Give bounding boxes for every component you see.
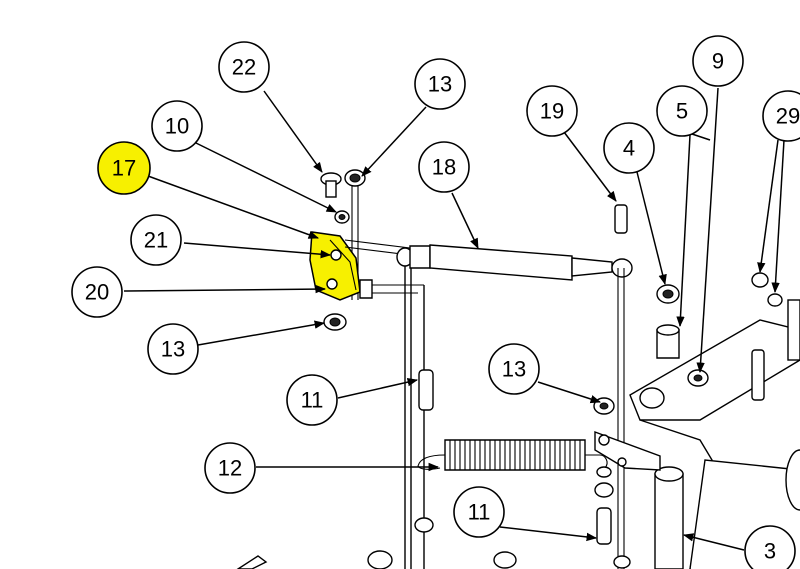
callout-13-left[interactable]: 13 bbox=[147, 323, 199, 375]
callout-13-center-label: 13 bbox=[502, 357, 526, 382]
bolt-11-lower-icon bbox=[596, 507, 612, 545]
spring-12-icon bbox=[417, 439, 608, 471]
callout-29[interactable]: 29 bbox=[762, 90, 800, 142]
callout-3-label: 3 bbox=[764, 539, 776, 564]
callout-29-label: 29 bbox=[776, 104, 800, 129]
callout-18-label: 18 bbox=[432, 155, 456, 180]
leader-lines bbox=[123, 87, 785, 551]
callout-17[interactable]: 17 bbox=[97, 141, 151, 195]
callout-22-label: 22 bbox=[232, 55, 256, 80]
bracket-17-icon bbox=[309, 231, 361, 301]
callout-11-lower-label: 11 bbox=[468, 500, 491, 525]
callout-4-label: 4 bbox=[623, 136, 635, 161]
bolt-11-upper-icon bbox=[418, 369, 434, 411]
callout-21-label: 21 bbox=[144, 228, 168, 253]
callout-4[interactable]: 4 bbox=[603, 122, 655, 174]
callout-13-left-label: 13 bbox=[161, 337, 185, 362]
callout-19[interactable]: 19 bbox=[526, 85, 578, 137]
callout-11-lower[interactable]: 11 bbox=[453, 486, 505, 538]
callout-10[interactable]: 10 bbox=[151, 100, 203, 152]
callout-12[interactable]: 12 bbox=[204, 442, 256, 494]
callout-9-label: 9 bbox=[712, 49, 724, 74]
callout-12-label: 12 bbox=[218, 456, 242, 481]
tube-3-icon bbox=[654, 473, 684, 569]
callout-5[interactable]: 5 bbox=[656, 85, 708, 137]
callout-20[interactable]: 20 bbox=[71, 266, 123, 318]
parts-drawing bbox=[236, 169, 800, 569]
callout-21[interactable]: 21 bbox=[130, 214, 182, 266]
callout-13-center[interactable]: 13 bbox=[488, 343, 540, 395]
callout-18[interactable]: 18 bbox=[418, 141, 470, 193]
callout-11-upper[interactable]: 11 bbox=[286, 374, 338, 426]
callout-13-top-label: 13 bbox=[428, 72, 452, 97]
callout-19-label: 19 bbox=[540, 99, 564, 124]
callout-20-label: 20 bbox=[85, 280, 109, 305]
callout-13-top[interactable]: 13 bbox=[414, 58, 466, 110]
callout-11-upper-label: 11 bbox=[301, 388, 324, 413]
callout-22[interactable]: 22 bbox=[218, 41, 270, 93]
callout-3[interactable]: 3 bbox=[744, 525, 796, 569]
callout-17-label: 17 bbox=[112, 156, 136, 181]
gas-cylinder-18-icon bbox=[409, 244, 633, 281]
callout-9[interactable]: 9 bbox=[692, 35, 744, 87]
callout-10-label: 10 bbox=[165, 114, 189, 139]
callout-5-label: 5 bbox=[676, 99, 688, 124]
